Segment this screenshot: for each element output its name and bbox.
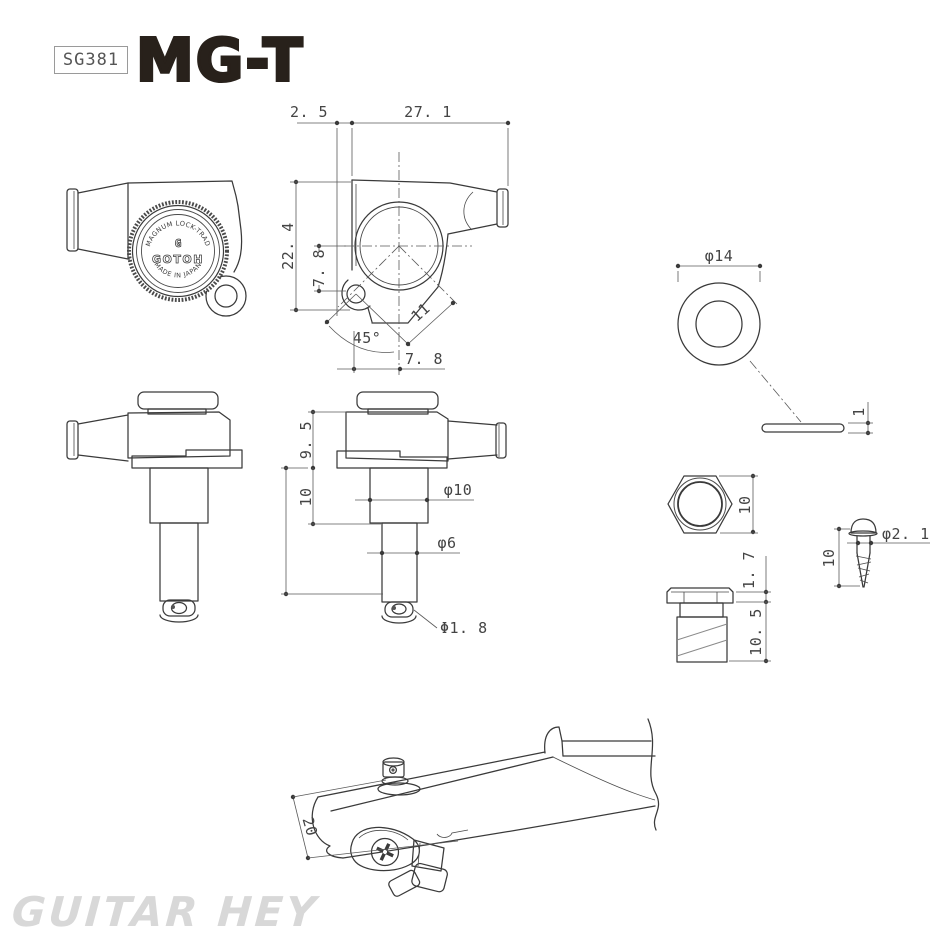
phillips-screw-head (376, 843, 394, 861)
dim-ear-vertical: 7. 8 (310, 249, 328, 287)
washer-top-view: φ14 (675, 247, 802, 423)
dim-screw-length: 10 (820, 548, 838, 567)
dim-string-hole-dia: Φ1. 8 (440, 619, 488, 637)
dim-body-length: 27. 1 (404, 103, 452, 121)
dim-body-height: 22. 4 (279, 222, 297, 270)
series-logo: MG-T (134, 24, 305, 96)
side-view-front-drawing (336, 391, 507, 624)
side-view-left-drawing (66, 391, 243, 623)
dim-washer-thickness: 1 (850, 407, 868, 417)
back-view-drawing: MAGNUM LOCK-TRAD MADE IN JAPAN G GOTOH (66, 180, 247, 317)
dim-screw-dia: φ2. 1 (882, 525, 930, 543)
dim-post-lower-dia: φ6 (437, 534, 456, 552)
dim-post-upper-dia: φ10 (444, 481, 473, 499)
gotoh-g-mark: G (175, 237, 182, 250)
dim-bushing-length: 10. 5 (747, 608, 765, 656)
bushing-side-view: 1. 7 10. 5 (666, 551, 771, 664)
mounted-tuner-detail (350, 826, 448, 897)
dim-ear-diagonal: 11 (408, 299, 434, 325)
dim-ear-horizontal: 7. 8 (405, 350, 443, 368)
model-code-box: SG381 (54, 46, 128, 74)
washer-side-view: 1 (761, 402, 873, 436)
dim-nut-width: 10 (736, 495, 754, 514)
front-view-dimensions: 2. 5 27. 1 22. 4 7. 8 11 45° 7. 8 (279, 103, 511, 373)
dim-ear-angle: 45° (353, 329, 382, 347)
hex-nut-top-view: 10 (667, 473, 758, 535)
model-code-label: SG381 (62, 50, 120, 70)
dim-bushing-flange: 1. 7 (740, 551, 758, 589)
mounting-screw-drawing: φ2. 1 10 (820, 518, 930, 589)
face-brand-text: GOTOH (152, 253, 204, 266)
side-view-dimensions: 9. 5 10 φ10 φ6 Φ1. 8 (281, 409, 488, 637)
dim-washer-dia: φ14 (705, 247, 734, 265)
watermark-text: GUITAR HEY (10, 888, 321, 936)
string-post-detail (377, 757, 421, 796)
dim-housing-height: 9. 5 (297, 421, 315, 459)
dim-headstock-thickness: 20 (299, 815, 322, 838)
headstock-installation-drawing: 20 (290, 718, 660, 897)
dim-plate-offset: 2. 5 (290, 103, 328, 121)
dim-post-upper-length: 10 (297, 487, 315, 506)
front-view-drawing (337, 152, 509, 375)
